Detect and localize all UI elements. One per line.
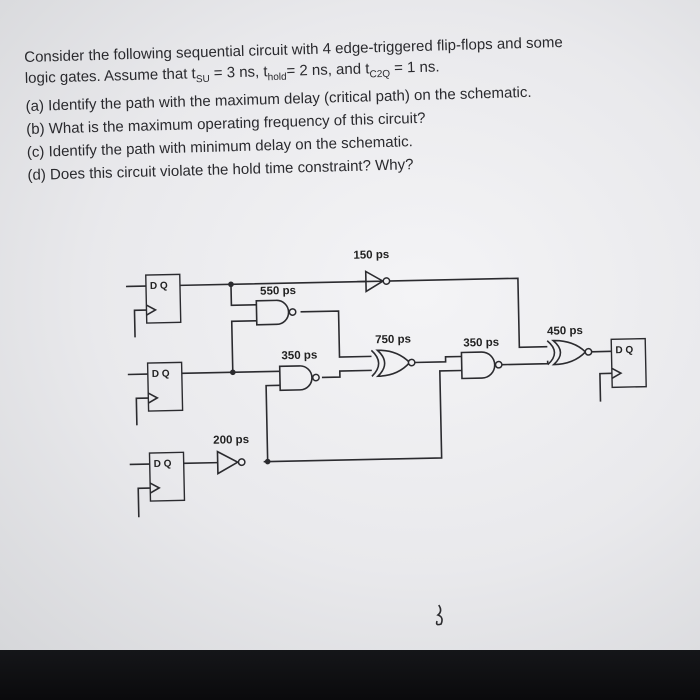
wire-and-to-xnor (321, 369, 372, 379)
wire-ff2-to-nand (230, 319, 257, 373)
flipflop-1-box (145, 273, 182, 324)
flipflop-1-clock-mark (146, 304, 158, 316)
inverter-gate: 150 ps (353, 249, 391, 293)
and-gate-left: 350 ps (278, 350, 320, 392)
wire-ff1-to-xor (179, 277, 548, 349)
flipflop-2-label: D Q (152, 369, 170, 380)
flipflop-1-label: D Q (150, 281, 168, 292)
circuit-schematic: D Q D Q D Q D Q (125, 249, 647, 626)
and-left-delay-label: 350 ps (281, 350, 317, 363)
flipflop-4-clock-wire (599, 372, 612, 402)
wire-nand-mid-to-xor (501, 360, 549, 366)
nand-gate-top: 550 ps (255, 285, 297, 326)
xor-gate-right: 450 ps (546, 325, 593, 366)
flipflop-2: D Q (127, 361, 184, 426)
pen-mark (435, 604, 443, 626)
flipflop-1: D Q (125, 273, 182, 338)
wire-xnor-to-nand-mid (413, 355, 462, 364)
wire-ff1-to-nand (230, 284, 257, 307)
inverter-delay-label: 150 ps (353, 249, 389, 262)
nand-gate-mid: 350 ps (460, 337, 503, 380)
flipflop-2-clock-wire (135, 397, 149, 426)
xnor-mid-delay-label: 750 ps (375, 334, 411, 347)
buffer-gate-bottom: 200 ps (213, 434, 249, 475)
flipflop-3-clock-mark (149, 482, 161, 494)
xnor-gate-mid: 750 ps (370, 334, 416, 378)
wire-buffer-to-nand-mid (263, 369, 462, 463)
flipflop-2-box (146, 361, 184, 412)
nand-top-delay-label: 550 ps (260, 285, 296, 298)
xor-right-delay-label: 450 ps (547, 325, 583, 338)
flipflop-1-clock-wire (133, 309, 147, 338)
screen-page (0, 0, 700, 650)
flipflop-2-clock-mark (147, 392, 159, 404)
flipflop-3-label: D Q (154, 459, 172, 470)
wire-nand-to-xnor (300, 310, 372, 358)
flipflop-3-box (148, 451, 186, 502)
nand-mid-delay-label: 350 ps (463, 337, 499, 350)
flipflop-4-label: D Q (615, 345, 633, 356)
flipflop-3: D Q (129, 451, 186, 518)
wire-ff3-to-buffer (183, 461, 218, 465)
buffer-bottom-delay-label: 200 ps (213, 434, 249, 447)
flipflop-4: D Q (599, 337, 647, 402)
wire-buffer-to-and (265, 384, 281, 462)
monitor-bezel (0, 650, 700, 700)
junction-dot-1 (228, 281, 234, 288)
junction-dot-2 (230, 369, 236, 376)
junction-dot-3 (264, 458, 271, 465)
flipflop-4-clock-mark (611, 367, 623, 380)
flipflop-4-box (610, 337, 647, 389)
flipflop-3-clock-wire (137, 487, 151, 518)
